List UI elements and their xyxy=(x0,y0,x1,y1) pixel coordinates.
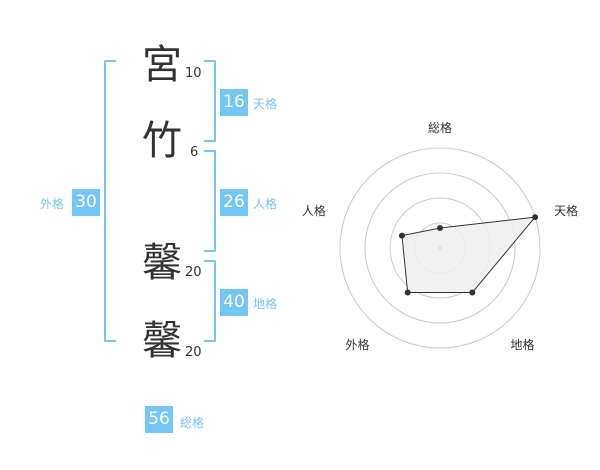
jinkaku-value: 26 xyxy=(220,189,248,216)
gaikaku-value: 30 xyxy=(72,189,100,216)
radar-axis-label: 地格 xyxy=(511,337,535,352)
tenkaku-value: 16 xyxy=(220,89,248,116)
radar-axis-label: 総格 xyxy=(428,120,452,135)
jinkaku-label: 人格 xyxy=(253,197,278,211)
gaikaku-label: 外格 xyxy=(40,197,65,211)
chikaku-label: 地格 xyxy=(253,297,278,311)
radar-axis-label: 外格 xyxy=(345,337,369,352)
name-char-2: 竹 xyxy=(142,118,182,164)
stroke-count-1: 10 xyxy=(185,66,202,81)
radar-point-0 xyxy=(437,225,443,231)
radar-point-3 xyxy=(404,289,411,296)
radar-point-1 xyxy=(532,214,539,221)
radar-axis-label: 天格 xyxy=(554,203,578,218)
radar-ring xyxy=(339,147,541,349)
soukaku-value: 56 xyxy=(145,406,173,433)
stroke-count-2: 6 xyxy=(190,145,199,160)
soukaku-label: 総格 xyxy=(180,416,205,430)
gaikaku-bracket xyxy=(104,60,116,342)
jinkaku-bracket xyxy=(204,150,216,252)
radar-axis-label: 人格 xyxy=(302,203,326,218)
name-char-1: 宮 xyxy=(142,42,182,88)
tenkaku-label: 天格 xyxy=(253,97,278,111)
chikaku-bracket xyxy=(204,260,216,342)
radar-point-4 xyxy=(398,232,405,239)
stroke-count-4: 20 xyxy=(185,345,202,360)
name-char-3: 馨 xyxy=(142,240,182,286)
tenkaku-bracket xyxy=(204,60,216,142)
radar-series-polygon xyxy=(401,216,537,293)
radar-ring xyxy=(364,172,516,324)
chikaku-value: 40 xyxy=(220,289,248,316)
stroke-count-3: 20 xyxy=(185,265,202,280)
name-char-4: 馨 xyxy=(142,318,182,364)
radar-point-2 xyxy=(469,289,476,296)
